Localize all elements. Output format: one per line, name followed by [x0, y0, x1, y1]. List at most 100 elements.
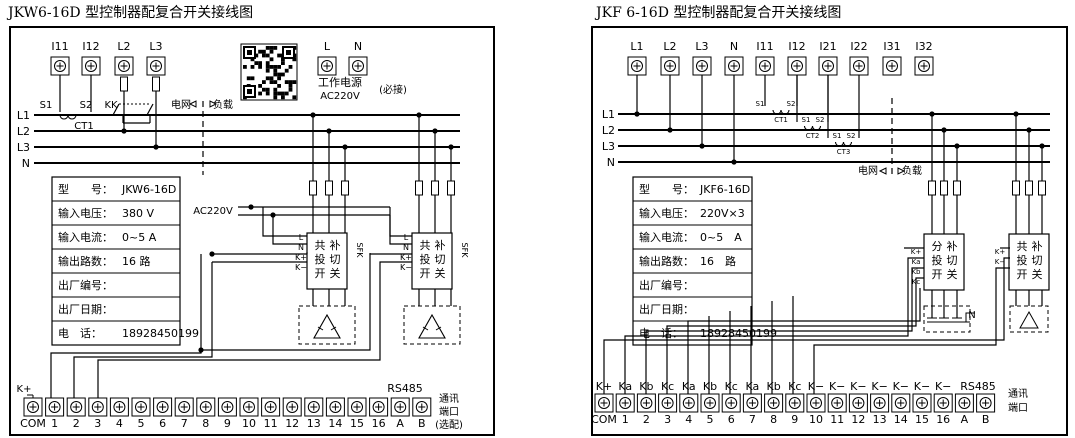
switch-pin-label: N [298, 243, 304, 252]
wire [146, 103, 154, 116]
fuse-icon [1025, 180, 1033, 196]
left-1-switch-char: 补 [435, 239, 446, 252]
left-spec-value: 380 V [122, 207, 154, 220]
fuse-icon [325, 180, 333, 196]
qr-module [277, 65, 281, 69]
left-1-switch-char: 切 [435, 253, 446, 266]
bottom-terminal-label: 5 [707, 413, 714, 426]
wire [666, 277, 924, 403]
bus-label-1: L2 [602, 124, 615, 137]
qr-module [243, 65, 247, 69]
bottom-terminal-label: 15 [915, 413, 929, 426]
qr-module [246, 76, 251, 81]
bottom-terminal-label: 2 [73, 417, 80, 430]
switch-pin-label: K+ [295, 253, 307, 262]
top-terminal-label: I22 [850, 40, 867, 53]
switch-pin-label: Kb [911, 268, 921, 276]
bus-label-2: L3 [17, 141, 30, 154]
capacitor-bank-box [403, 305, 461, 345]
ct-label: CT1 [74, 121, 93, 132]
bottom-terminal-label: COM [591, 413, 617, 426]
wire [50, 254, 202, 403]
qr-code [240, 43, 298, 101]
left-0-switch-box [306, 232, 348, 290]
qr-finder [247, 50, 252, 55]
switch-pin-label: K+ [400, 253, 412, 262]
wire [435, 326, 442, 331]
strip-top-label: K− [808, 380, 824, 393]
bus-label-1: L2 [17, 125, 30, 138]
junction-dot [731, 159, 737, 165]
top-terminal-label: L3 [149, 40, 162, 53]
left-spec-value: JKW6-16D [121, 183, 176, 196]
bottom-terminal-label: 5 [138, 417, 145, 430]
wire [330, 326, 337, 331]
wire [97, 261, 412, 403]
bottom-terminal-label: 4 [116, 417, 123, 430]
left-0-switch-char: 切 [330, 253, 341, 266]
bottom-terminal-label: 15 [350, 417, 364, 430]
ct-s1: S1 [40, 100, 53, 111]
qr-module [277, 76, 281, 81]
capacitor-bank-box [1009, 305, 1049, 333]
switch-pin-label: K− [400, 263, 412, 272]
qr-module [281, 72, 285, 77]
qr-module [250, 76, 255, 81]
wire [389, 215, 412, 245]
qr-module [265, 61, 270, 65]
right-spec-value: 16 路 [700, 255, 736, 268]
qr-module [273, 87, 278, 92]
bottom-terminal-label: 7 [181, 417, 188, 430]
bottom-terminal-label: 14 [894, 413, 908, 426]
strip-top-label: Kb [639, 380, 653, 393]
supply-note: (必接) [379, 83, 407, 96]
neutral-label: N [968, 310, 975, 321]
qr-module [265, 87, 270, 92]
junction-dot [198, 347, 204, 353]
left-frame [9, 26, 495, 436]
qr-module [273, 46, 278, 50]
left-spec-key: 出厂编号： [58, 278, 113, 292]
junction-dot [634, 111, 640, 117]
comm-label: 通讯 [439, 393, 459, 405]
right-frame [591, 26, 1068, 436]
qr-finder [247, 89, 252, 94]
qr-module [250, 65, 255, 69]
junction-dot [929, 111, 935, 117]
top-terminal-label: I32 [915, 40, 932, 53]
bottom-terminal-label: A [396, 417, 404, 430]
right-split-switch-char: 开 [932, 268, 943, 281]
strip-top-label: K− [914, 380, 930, 393]
right-spec-table [632, 176, 753, 346]
right-spec-key: 出厂编号： [639, 278, 694, 292]
right-spec-key: 电 话： [639, 327, 683, 340]
load-label: 负载 [213, 98, 233, 111]
qr-module [262, 49, 266, 54]
qr-module [281, 91, 285, 96]
right-diagram-title: JKF 6-16D 型控制器配复合开关接线图 [596, 5, 842, 21]
right-spec-key: 输出路数： [639, 254, 694, 268]
rs485-label: RS485 [387, 382, 423, 395]
qr-module [254, 53, 259, 58]
qr-finder [286, 50, 291, 55]
bottom-terminal-label: 8 [202, 417, 209, 430]
ct-s2: S2 [847, 132, 856, 140]
left-1-switch-char: 投 [420, 252, 431, 266]
right-common-switch-char: 开 [1017, 268, 1028, 281]
supply-N-label: N [354, 40, 362, 53]
right-spec-value: JKF6-16D [699, 183, 750, 196]
ct-s2: S2 [80, 100, 93, 111]
bottom-terminal-label: 16 [936, 413, 950, 426]
ct-coil-icon [834, 141, 853, 147]
bottom-terminal-label: 16 [372, 417, 386, 430]
qr-module [250, 57, 255, 62]
right-common-switch-char: 共 [1017, 240, 1028, 253]
ct-s1: S1 [802, 116, 811, 124]
junction-dot [1013, 111, 1019, 117]
bottom-terminal-label: 12 [851, 413, 865, 426]
qr-module [265, 76, 270, 81]
bottom-terminal-label: 8 [770, 413, 777, 426]
switch-pin-label: Ka [912, 258, 921, 266]
top-terminal-label: I31 [883, 40, 900, 53]
top-terminal-label: I12 [788, 40, 805, 53]
